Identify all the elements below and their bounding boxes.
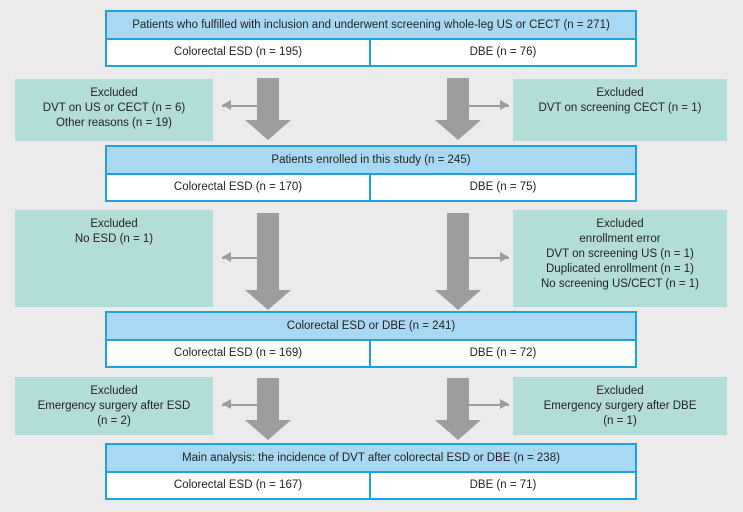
- stage-title-procedure: Colorectal ESD or DBE (n = 241): [107, 313, 635, 341]
- side-arrow-left-2-icon: [222, 252, 258, 263]
- stage-title-main-analysis: Main analysis: the incidence of DVT afte…: [107, 445, 635, 473]
- excluded-box-2-right: Excluded enrollment error DVT on screeni…: [513, 210, 727, 307]
- stage-title-screened: Patients who fulfilled with inclusion an…: [107, 12, 635, 40]
- stage-cell-screened-esd: Colorectal ESD (n = 195): [107, 40, 371, 65]
- excluded-line: No screening US/CECT (n = 1): [541, 278, 699, 290]
- side-arrow-left-1-icon: [222, 100, 258, 111]
- excluded-line: DVT on US or CECT (n = 6): [42, 102, 186, 114]
- side-arrow-right-2-icon: [469, 252, 509, 263]
- excluded-line: Excluded: [596, 87, 644, 99]
- excluded-line: No ESD (n = 1): [74, 233, 154, 245]
- down-arrow-2-right: [435, 78, 481, 140]
- stage-box-main-analysis: Main analysis: the incidence of DVT afte…: [105, 443, 637, 500]
- down-arrow-6-right: [435, 378, 481, 440]
- excluded-line: Excluded: [90, 87, 138, 99]
- excluded-box-1-right: Excluded DVT on screening CECT (n = 1): [513, 79, 727, 141]
- excluded-line: Other reasons (n = 19): [55, 117, 173, 129]
- excluded-line: Duplicated enrollment (n = 1): [546, 263, 694, 275]
- excluded-line: enrollment error: [579, 233, 661, 245]
- excluded-line: DVT on screening CECT (n = 1): [538, 102, 702, 114]
- side-arrow-right-3-icon: [469, 399, 509, 410]
- excluded-line: Excluded: [90, 218, 138, 230]
- down-arrow-1-left: [245, 78, 291, 140]
- side-arrow-left-3-icon: [222, 399, 258, 410]
- excluded-box-3-left: Excluded Emergency surgery after ESD (n …: [15, 377, 213, 435]
- stage-split-procedure: Colorectal ESD (n = 169) DBE (n = 72): [107, 341, 635, 366]
- stage-cell-enrolled-dbe: DBE (n = 75): [469, 181, 537, 193]
- excluded-line: Emergency surgery after ESD: [37, 400, 191, 412]
- stage-box-enrolled: Patients enrolled in this study (n = 245…: [105, 145, 637, 202]
- side-arrow-right-1-icon: [469, 100, 509, 111]
- excluded-line: Excluded: [90, 385, 138, 397]
- stage-cell-main-analysis-dbe: DBE (n = 71): [469, 479, 537, 491]
- down-arrow-4-right: [435, 213, 481, 311]
- stage-box-procedure: Colorectal ESD or DBE (n = 241) Colorect…: [105, 311, 637, 368]
- excluded-line: Excluded: [596, 385, 644, 397]
- stage-split-enrolled: Colorectal ESD (n = 170) DBE (n = 75): [107, 175, 635, 200]
- stage-cell-procedure-esd: Colorectal ESD (n = 169): [107, 341, 371, 366]
- excluded-box-3-right: Excluded Emergency surgery after DBE (n …: [513, 377, 727, 435]
- down-arrow-5-left: [245, 378, 291, 440]
- excluded-box-2-left: Excluded No ESD (n = 1): [15, 210, 213, 307]
- stage-cell-enrolled-esd: Colorectal ESD (n = 170): [107, 175, 371, 200]
- stage-box-screened: Patients who fulfilled with inclusion an…: [105, 10, 637, 67]
- excluded-line: (n = 2): [97, 415, 131, 427]
- stage-split-main-analysis: Colorectal ESD (n = 167) DBE (n = 71): [107, 473, 635, 498]
- stage-split-screened: Colorectal ESD (n = 195) DBE (n = 76): [107, 40, 635, 65]
- excluded-box-1-left: Excluded DVT on US or CECT (n = 6) Other…: [15, 79, 213, 141]
- down-arrow-3-left: [245, 213, 291, 311]
- stage-cell-main-analysis-esd: Colorectal ESD (n = 167): [107, 473, 371, 498]
- excluded-line: (n = 1): [603, 415, 637, 427]
- excluded-line: Excluded: [596, 218, 644, 230]
- stage-cell-screened-dbe: DBE (n = 76): [469, 46, 537, 58]
- stage-cell-procedure-dbe: DBE (n = 72): [469, 347, 537, 359]
- stage-title-enrolled: Patients enrolled in this study (n = 245…: [107, 147, 635, 175]
- excluded-line: DVT on screening US (n = 1): [546, 248, 694, 260]
- excluded-line: Emergency surgery after DBE: [543, 400, 697, 412]
